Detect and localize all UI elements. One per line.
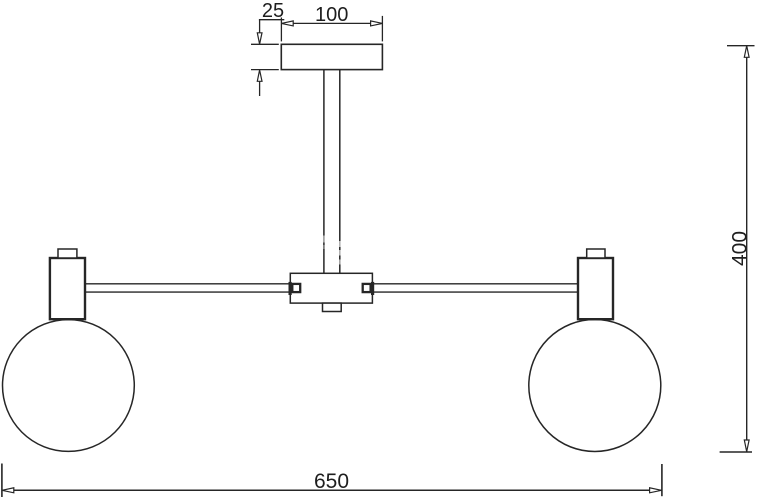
svg-text:650: 650 — [314, 470, 349, 493]
svg-text:25: 25 — [262, 0, 284, 22]
svg-text:400: 400 — [728, 231, 751, 266]
svg-text:100: 100 — [315, 4, 348, 26]
